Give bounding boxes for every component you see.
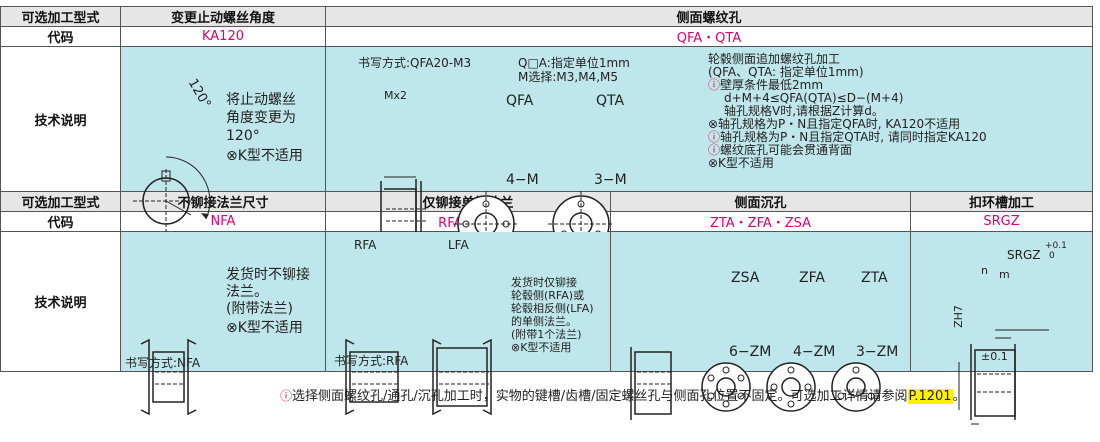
warning-icon: ⓘ (708, 130, 721, 144)
header-srgz: 扣环槽加工 (909, 191, 1094, 212)
zm4-label: 4−ZM (793, 344, 836, 360)
rfa-cell: RFA LFA 发货时仅铆接 轮毂侧(RFA)或 轮毂相反侧(LFA) 的单侧法… (325, 231, 611, 415)
warning-icon: ⓘ (280, 389, 293, 403)
m3-label: 3−M (594, 172, 627, 188)
ka120-diagram (133, 156, 211, 234)
srgz-cell: SRGZ +0.1 0 n m ZH7 ±0.1 (909, 231, 1094, 424)
zta-flange (831, 361, 881, 412)
footer-end: 。 (952, 389, 966, 404)
ka120-line2: 角度变更为 (226, 110, 296, 126)
qfa-cell: 书写方式:QFA20-M3 Q□A:指定单位1mm M选择:M3,M4,M5 M… (324, 46, 1094, 257)
ka120-note: ⊗K型不适用 (226, 148, 303, 164)
option-table: 可选加工型式 变更止动螺丝角度 侧面螺纹孔 代码 KA120 QFA・QTA 技… (0, 6, 1094, 424)
rfa-l4: 的单侧法兰。 (511, 315, 577, 328)
qfa-r8-row: ⓘ螺纹底孔可能会贯通背面 (708, 143, 853, 157)
rfa-l6: ⊗K型不适用 (511, 341, 572, 354)
qfa-r6: ⊗轴孔规格为P・N且指定QFA时, KA120不适用 (708, 117, 961, 131)
mx2-label: Mx2 (384, 89, 407, 102)
page-ref-link[interactable]: P.1201 (907, 389, 953, 404)
header-side-thread: 侧面螺纹孔 (324, 6, 1094, 27)
srgz-m: m (999, 268, 1010, 281)
lfa-label: LFA (448, 238, 469, 252)
srgz-pm: ±0.1 (981, 350, 1008, 363)
zsa-flange (701, 361, 751, 412)
zta-label: ZTA (861, 270, 888, 286)
spec-sheet: 可选加工型式 变更止动螺丝角度 侧面螺纹孔 代码 KA120 QFA・QTA 技… (0, 6, 1094, 424)
header-z: 侧面沉孔 (610, 191, 911, 212)
footer-note: ⓘ选择侧面螺纹孔/通孔/沉孔加工时，实物的键槽/齿槽/固定螺丝孔与侧面孔位置不固… (280, 385, 966, 404)
nfa-l2: 法兰。 (226, 284, 268, 300)
angle-label: 120° (184, 76, 214, 112)
desc-label: 技术说明 (0, 46, 121, 192)
footer-text: 选择侧面螺纹孔/通孔/沉孔加工时，实物的键槽/齿槽/固定螺丝孔与侧面孔位置不固定… (292, 389, 908, 404)
qfa-notation: 书写方式:QFA20-M3 (358, 56, 472, 70)
nfa-l3: (附带法兰) (226, 301, 293, 317)
header-ka120: 变更止动螺丝角度 (120, 6, 326, 27)
qfa-unit: Q□A:指定单位1mm (518, 56, 630, 70)
rfa-diagram (345, 338, 492, 415)
desc2-label: 技术说明 (0, 231, 121, 372)
qfa-r7-row: ⓘ轴孔规格为P・N且指定QTA时, 请同时指定KA120 (708, 130, 987, 144)
header-nfa: 不铆接法兰尺寸 (120, 191, 326, 212)
z-cell: ZSA ZFA ZTA 6−ZM 4−ZM 3−ZM (610, 231, 911, 420)
qfa-r1: 轮毂侧面追加螺纹孔加工 (708, 52, 841, 66)
rfa-l3: 轮毂相反侧(LFA) (511, 302, 594, 315)
code-label: 代码 (0, 26, 121, 47)
zm6-label: 6−ZM (729, 344, 772, 360)
ka120-cell: 120° 将止动螺丝 角度变更为 120° ⊗K型不适用 (120, 46, 326, 234)
rfa-label: RFA (354, 238, 377, 252)
warning-icon: ⓘ (708, 78, 721, 92)
qfa-r9: ⊗K型不适用 (708, 156, 774, 170)
qfa-r5: 轴孔规格V时,请根据Z计算d。 (724, 104, 884, 118)
qfa-r4: d+M+4≤QFA(QTA)≤D−(M+4) (724, 91, 904, 105)
code2-label: 代码 (0, 211, 121, 232)
rfa-l1: 发货时仅铆接 (511, 276, 577, 289)
srgz-zh7: ZH7 (951, 305, 965, 328)
qfa-diagram (380, 176, 614, 257)
rfa-l5: (附带1个法兰) (511, 328, 582, 341)
srgz-diagram (958, 329, 1049, 424)
rfa-l2: 轮毂侧(RFA)或 (511, 289, 585, 302)
code-srgz: SRGZ (909, 211, 1094, 232)
zfa-label: ZFA (799, 270, 825, 286)
header-label: 可选加工型式 (0, 6, 121, 27)
srgz-tol-up: +0.1 (1045, 241, 1067, 251)
nfa-l1: 发货时不铆接 (226, 267, 310, 283)
srgz-label: SRGZ (1007, 248, 1041, 262)
rfa-notation: 书写方式:RFA (334, 354, 409, 368)
qfa-r2: (QFA、QTA: 指定单位1mm) (708, 65, 864, 79)
ka120-line1: 将止动螺丝 (226, 92, 296, 108)
code-ka120: KA120 (120, 26, 326, 47)
qta-label: QTA (596, 93, 625, 109)
ka120-line3: 120° (226, 128, 260, 144)
zm3-label: 3−ZM (856, 344, 899, 360)
nfa-notation: 书写方式:NFA (125, 356, 201, 370)
warning-icon: ⓘ (708, 143, 721, 157)
nfa-cell: 发货时不铆接 法兰。 (附带法兰) ⊗K型不适用 书写方式:NFA (120, 231, 326, 415)
srgz-tol-low: 0 (1049, 251, 1055, 261)
srgz-n: n (981, 264, 988, 277)
nfa-l4: ⊗K型不适用 (226, 320, 303, 336)
zsa-label: ZSA (731, 270, 760, 286)
qfa-label: QFA (506, 93, 534, 109)
code-qfa-qta: QFA・QTA (324, 26, 1094, 47)
m4-label: 4−M (506, 172, 539, 188)
qfa-r3-row: ⓘ壁厚条件最低2mm (708, 78, 824, 92)
z-diagram (630, 346, 881, 420)
header2-label: 可选加工型式 (0, 191, 121, 212)
qfa-m-select: M选择:M3,M4,M5 (518, 70, 618, 84)
